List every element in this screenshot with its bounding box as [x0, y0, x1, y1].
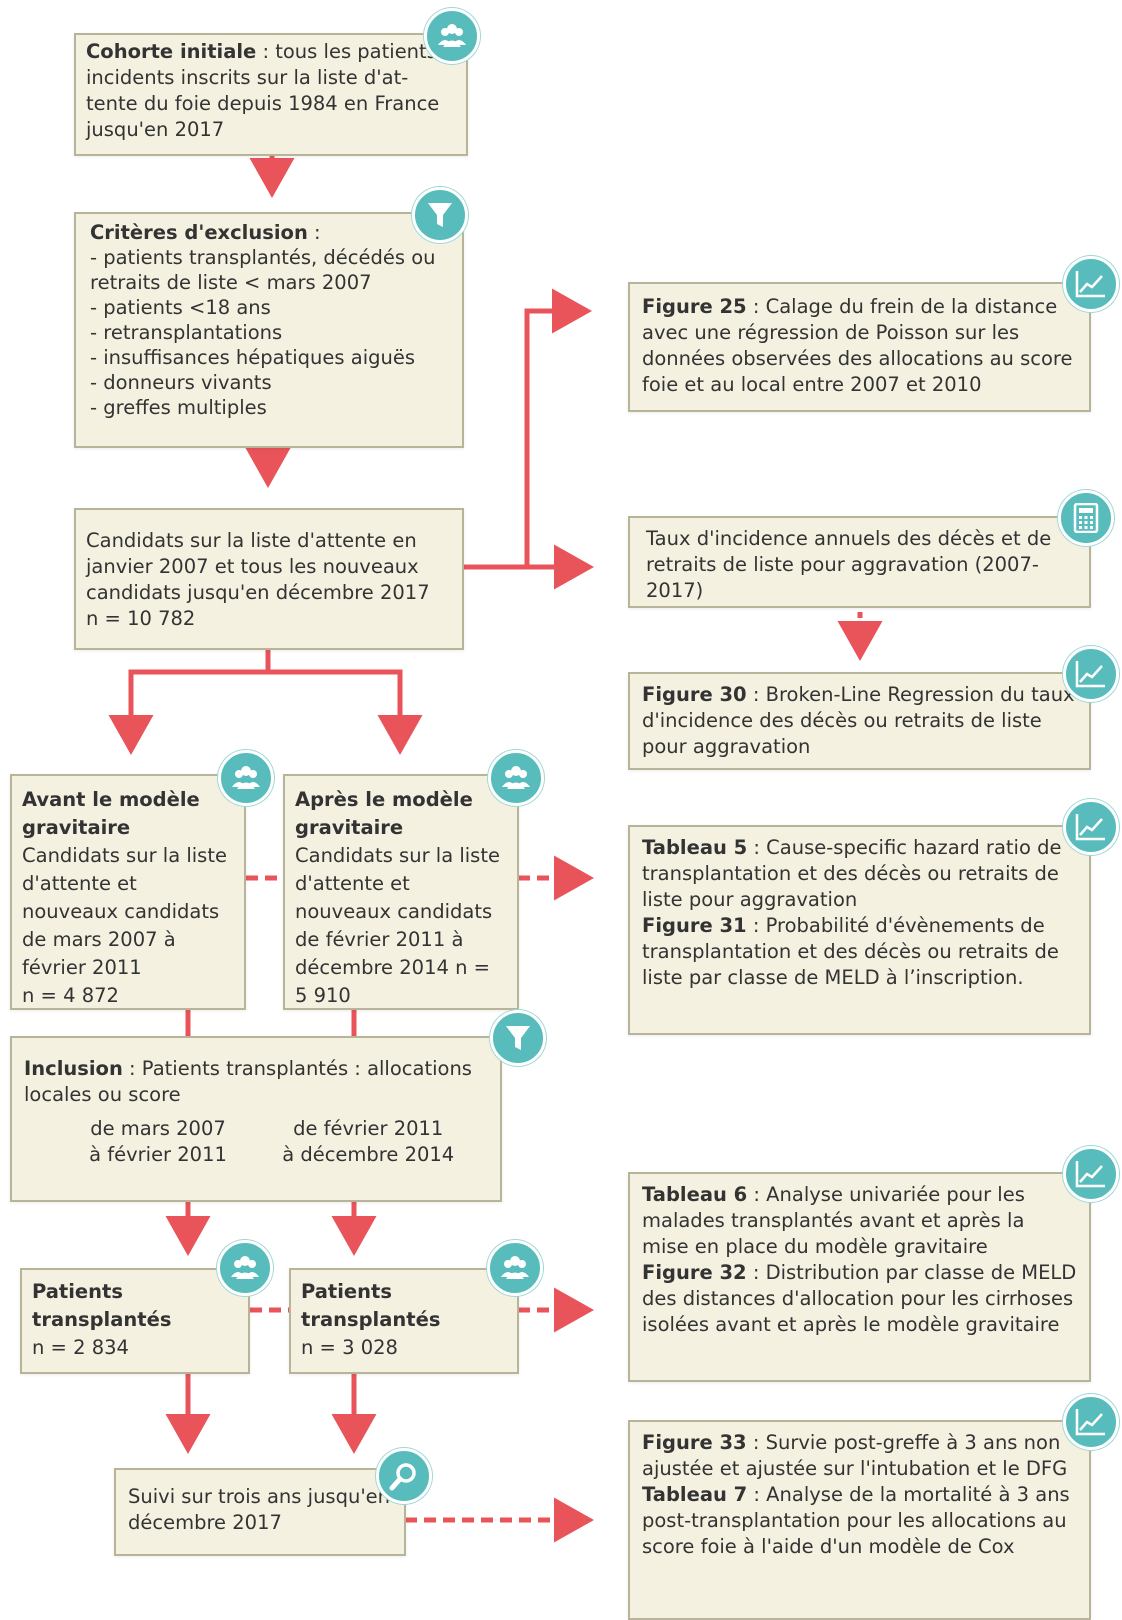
tab5-title2: Figure 31 [642, 914, 747, 937]
exclusion-title-suffix: : [307, 221, 321, 244]
tab6-text1: : Analyse univariée pour les malades tra… [642, 1183, 1025, 1258]
magnifier-icon [376, 1448, 432, 1504]
tab6-title1: Tableau 6 [642, 1183, 748, 1206]
exclusion-item: - insuffisances hépatiques aiguës [90, 346, 416, 369]
fig25-title: Figure 25 [642, 295, 747, 318]
filter-icon [490, 1010, 546, 1066]
exclusion-item: - greffes multiples [90, 396, 267, 419]
exclusion-item: - patients transplantés, décédés ou retr… [90, 246, 436, 294]
filter-icon [412, 187, 468, 243]
before-n: n = 4 872 [22, 984, 119, 1007]
followup-box: Suivi sur trois ans jusqu'en décembre 20… [114, 1468, 406, 1556]
inclusion-col2-line2: à décembre 2014 [282, 1143, 455, 1166]
tab6-title2: Figure 32 [642, 1261, 747, 1284]
inclusion-box: Inclusion : Patients transplantés : allo… [10, 1036, 502, 1202]
arrow-candidates-split [128, 648, 271, 735]
tab5-text1: : Cause-specific hazard ratio de transpl… [642, 836, 1062, 911]
candidates-box: Candidats sur la liste d'attente en janv… [74, 508, 464, 650]
line-chart-icon [1063, 1394, 1119, 1450]
fig30-box: Figure 30 : Broken-Line Regression du ta… [628, 672, 1091, 770]
inclusion-col2-line1: de février 2011 [293, 1117, 444, 1140]
after-text: Candidats sur la liste d'attente et nouv… [295, 844, 500, 1007]
tab5-text2: : Probabilité d'évènements de transplant… [642, 914, 1059, 989]
cohort-box: Cohorte initiale : tous les patients inc… [74, 33, 468, 156]
tab6-text2: : Distribution par classe de MELD des di… [642, 1261, 1077, 1336]
after-box: Après le modèle gravitaire Candidats sur… [283, 774, 519, 1010]
transplanted-right-box: Patients transplantés n = 3 028 [289, 1268, 519, 1374]
incidence-box: Taux d'incidence annuels des décès et de… [628, 516, 1091, 608]
fig33-box: Figure 33 : Survie post-greffe à 3 ans n… [628, 1420, 1091, 1620]
line-chart-icon [1063, 799, 1119, 855]
inclusion-title: Inclusion [24, 1057, 123, 1080]
followup-text: Suivi sur trois ans jusqu'en décembre 20… [128, 1485, 391, 1534]
arrow-candidates-fig25 [464, 288, 592, 570]
fig25-box: Figure 25 : Calage du frein de la distan… [628, 282, 1091, 412]
exclusion-box: Critères d'exclusion : - patients transp… [74, 212, 464, 448]
fig33-text1: : Survie post-greffe à 3 ans non ajustée… [642, 1431, 1068, 1480]
before-title: Avant le modèle gravitaire [22, 788, 200, 839]
transplanted-left-n: n = 2 834 [32, 1336, 129, 1359]
exclusion-item: - donneurs vivants [90, 371, 272, 394]
before-text: Candidats sur la liste d'attente et nouv… [22, 844, 227, 979]
tab5-box: Tableau 5 : Cause-specific hazard ratio … [628, 825, 1091, 1035]
fig30-title: Figure 30 [642, 683, 747, 706]
tab6-box: Tableau 6 : Analyse univariée pour les m… [628, 1172, 1091, 1382]
cohort-title: Cohorte initiale [86, 40, 257, 63]
line-chart-icon [1063, 256, 1119, 312]
people-icon [218, 750, 274, 806]
people-icon [488, 750, 544, 806]
fig25-text: : Calage du frein de la distance avec un… [642, 295, 1073, 396]
people-icon [487, 1240, 543, 1296]
candidates-n: n = 10 782 [86, 607, 196, 630]
exclusion-item: - patients <18 ans [90, 296, 271, 319]
tab5-title1: Tableau 5 [642, 836, 748, 859]
people-icon [424, 8, 480, 64]
exclusion-title: Critères d'exclusion [90, 221, 308, 244]
inclusion-period-after: de février 2011 à décembre 2014 [268, 1116, 468, 1168]
incidence-text: Taux d'incidence annuels des décès et de… [646, 527, 1052, 602]
inclusion-col1-line2: à février 2011 [89, 1143, 227, 1166]
transplanted-left-title: Patients transplantés [32, 1280, 172, 1331]
line-chart-icon [1063, 646, 1119, 702]
inclusion-period-before: de mars 2007 à février 2011 [80, 1116, 236, 1168]
fig33-title2: Tableau 7 [642, 1483, 748, 1506]
after-title: Après le modèle gravitaire [295, 788, 473, 839]
transplanted-left-box: Patients transplantés n = 2 834 [20, 1268, 250, 1374]
candidates-text: Candidats sur la liste d'attente en janv… [86, 529, 430, 604]
transplanted-right-n: n = 3 028 [301, 1336, 398, 1359]
calculator-icon [1058, 490, 1114, 546]
fig33-text2: : Analyse de la mortalité à 3 ans post-t… [642, 1483, 1070, 1558]
before-box: Avant le modèle gravitaire Candidats sur… [10, 774, 246, 1010]
transplanted-right-title: Patients transplantés [301, 1280, 441, 1331]
exclusion-item: - retransplantations [90, 321, 283, 344]
fig33-title1: Figure 33 [642, 1431, 747, 1454]
inclusion-col1-line1: de mars 2007 [90, 1117, 226, 1140]
line-chart-icon [1063, 1146, 1119, 1202]
inclusion-text: : Patients transplantés : allocations lo… [24, 1057, 472, 1106]
people-icon [217, 1240, 273, 1296]
fig30-text: : Broken-Line Regression du taux d'incid… [642, 683, 1075, 758]
cohort-text: : tous les patients incidents inscrits s… [86, 40, 440, 141]
